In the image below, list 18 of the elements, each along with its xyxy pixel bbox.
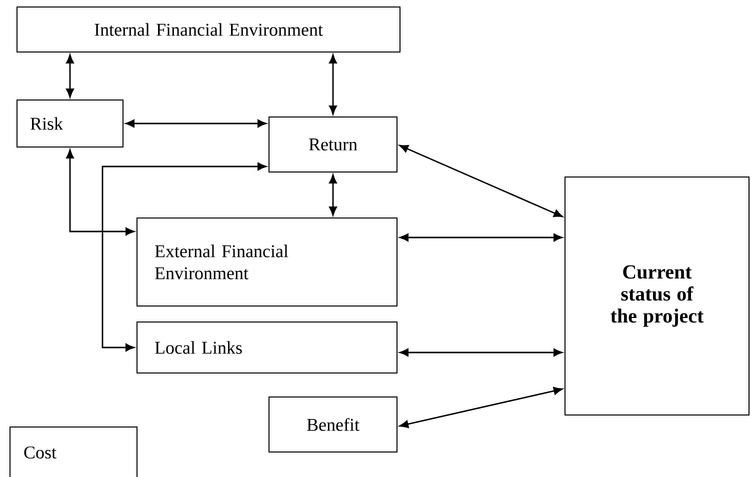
box: Benefit [268,396,398,452]
box: Internal Financial Environment [16,6,400,52]
box: Return [268,116,398,172]
arrow [399,348,563,356]
status-box: Current status of the project [564,176,750,416]
arrow [329,174,337,216]
box: Risk [16,100,124,148]
arrow [66,54,74,98]
arrow [102,162,267,352]
arrow [399,386,563,428]
box: Cost [10,426,138,477]
arrow [399,144,563,218]
box: Local Links [136,322,398,374]
box: External Financial Environment [136,218,398,306]
arrow [66,149,135,236]
arrow [329,54,337,115]
arrow [399,234,563,242]
arrow [125,120,267,128]
